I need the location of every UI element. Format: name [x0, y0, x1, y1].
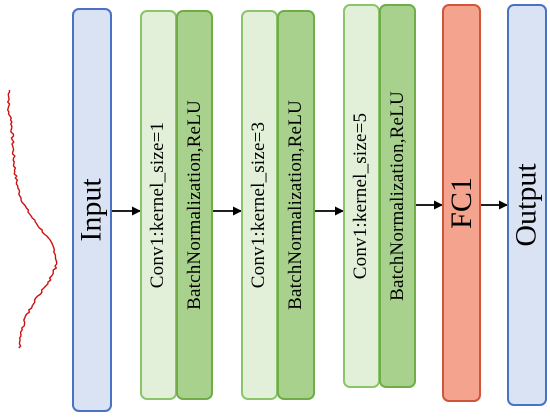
bn-block-1: BatchNormalization,ReLU	[176, 10, 213, 400]
output-label: Output	[510, 163, 543, 247]
bn-block-1-label: BatchNormalization,ReLU	[183, 100, 205, 310]
conv-block-1-label: Conv1:kernel_size=1	[147, 121, 169, 289]
bn-block-3-label: BatchNormalization,ReLU	[386, 91, 408, 301]
signal-waveform-icon	[6, 90, 58, 349]
fc1-label: FC1	[444, 177, 478, 229]
conv-block-2: Conv1:kernel_size=3	[241, 10, 278, 400]
conv-block-1: Conv1:kernel_size=1	[140, 10, 177, 400]
input-label: Input	[75, 178, 109, 242]
bn-block-2-label: BatchNormalization,ReLU	[285, 100, 306, 310]
conv-block-2-label: Conv1:kernel_size=3	[248, 121, 270, 289]
conv-block-3-label: Conv1:kernel_size=5	[350, 112, 372, 280]
bn-block-3: BatchNormalization,ReLU	[379, 4, 416, 388]
conv-block-3: Conv1:kernel_size=5	[343, 4, 380, 388]
input-block: Input	[72, 8, 112, 412]
output-block: Output	[507, 4, 547, 406]
bn-block-2: BatchNormalization,ReLU	[277, 10, 315, 400]
fc1-block: FC1	[442, 4, 481, 402]
